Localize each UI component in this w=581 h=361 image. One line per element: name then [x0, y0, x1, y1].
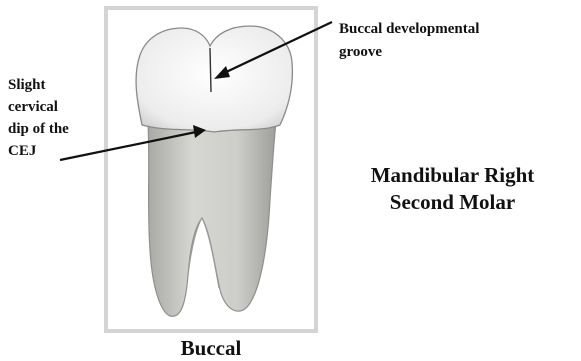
cej-callout-label: Slight cervical dip of the CEJ: [8, 74, 108, 162]
cej-callout-line1: Slight: [8, 74, 108, 96]
groove-callout-line1: Buccal developmental: [339, 18, 569, 41]
title-line2: Second Molar: [330, 189, 575, 216]
cej-callout-line3: dip of the: [8, 118, 108, 140]
buccal-groove-line: [210, 48, 211, 92]
tooth-crown: [136, 26, 292, 132]
tooth-root: [148, 122, 276, 316]
cej-callout-line4: CEJ: [8, 140, 108, 162]
figure-title: Mandibular Right Second Molar: [330, 162, 575, 216]
groove-callout-line2: groove: [339, 41, 569, 64]
title-line1: Mandibular Right: [330, 162, 575, 189]
groove-callout-label: Buccal developmental groove: [339, 18, 569, 64]
cej-callout-line2: cervical: [8, 96, 108, 118]
view-label: Buccal: [0, 336, 422, 360]
